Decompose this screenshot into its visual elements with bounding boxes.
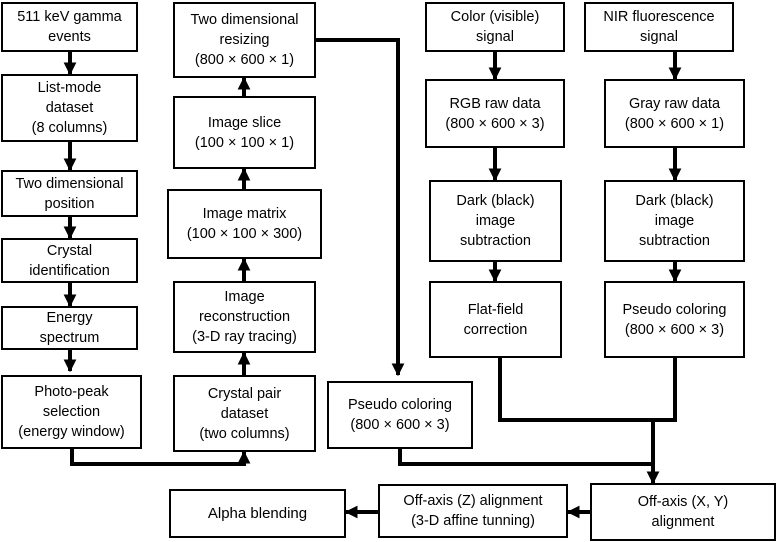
node-gamma-events-label: 511 keV gamma events — [17, 9, 122, 45]
node-offaxis-z-alignment-label: Off-axis (Z) alignment (3-D affine tunni… — [403, 493, 543, 529]
node-pseudo-coloring-pet: Pseudo coloring (800 × 600 × 3) — [327, 381, 473, 449]
node-two-dimensional-resizing: Two dimensional resizing (800 × 600 × 1) — [173, 2, 316, 78]
node-energy-spectrum: Energy spectrum — [1, 306, 138, 350]
node-offaxis-z-alignment: Off-axis (Z) alignment (3-D affine tunni… — [378, 484, 568, 538]
node-pseudo-coloring-nir: Pseudo coloring (800 × 600 × 3) — [604, 281, 745, 358]
node-two-dimensional-position-label: Two dimensional position — [15, 175, 124, 212]
node-image-matrix-label: Image matrix (100 × 100 × 300) — [186, 206, 303, 242]
node-gray-raw-data-label: Gray raw data (800 × 600 × 1) — [624, 95, 725, 132]
node-crystal-pair-dataset-label: Crystal pair dataset (two columns) — [199, 385, 290, 442]
node-flat-field-correction-label: Flat-field correction — [463, 301, 528, 338]
node-nir-fluorescence-signal: NIR fluorescence signal — [584, 2, 734, 52]
arrow-resizing-to-pseudo — [316, 38, 405, 377]
node-crystal-identification: Crystal identification — [1, 238, 138, 283]
node-alpha-blending-label: Alpha blending — [207, 504, 308, 522]
node-dark-subtraction-nir: Dark (black) image subtraction — [604, 180, 745, 262]
arrow-photopeak-to-crystal-pair — [70, 449, 251, 466]
node-energy-spectrum-label: Energy spectrum — [39, 310, 100, 346]
line-pseudo-nir-to-merge — [653, 358, 677, 422]
node-offaxis-xy-alignment: Off-axis (X, Y) alignment — [590, 483, 776, 541]
node-rgb-raw-data: RGB raw data (800 × 600 × 3) — [425, 79, 565, 148]
line-flat-to-merge — [498, 358, 653, 422]
node-alpha-blending: Alpha blending — [169, 489, 346, 538]
node-pseudo-coloring-nir-label: Pseudo coloring (800 × 600 × 3) — [622, 301, 727, 338]
node-crystal-identification-label: Crystal identification — [29, 242, 110, 279]
node-photo-peak-selection-label: Photo-peak selection (energy window) — [18, 384, 125, 440]
node-list-mode-dataset: List-mode dataset (8 columns) — [1, 74, 138, 142]
node-image-matrix: Image matrix (100 × 100 × 300) — [167, 189, 322, 259]
node-crystal-pair-dataset: Crystal pair dataset (two columns) — [173, 375, 316, 452]
node-offaxis-xy-alignment-label: Off-axis (X, Y) alignment — [637, 494, 729, 530]
node-dark-subtraction-color-label: Dark (black) image subtraction — [456, 193, 535, 249]
node-gamma-events: 511 keV gamma events — [1, 2, 138, 52]
node-color-visible-signal: Color (visible) signal — [425, 2, 565, 52]
node-flat-field-correction: Flat-field correction — [429, 281, 562, 358]
node-image-reconstruction-label: Image reconstruction (3-D ray tracing) — [192, 289, 297, 345]
node-two-dimensional-resizing-label: Two dimensional resizing (800 × 600 × 1) — [190, 12, 299, 68]
node-image-slice: Image slice (100 × 100 × 1) — [173, 96, 316, 169]
node-color-visible-signal-label: Color (visible) signal — [450, 9, 540, 45]
node-pseudo-coloring-pet-label: Pseudo coloring (800 × 600 × 3) — [348, 397, 452, 433]
node-dark-subtraction-nir-label: Dark (black) image subtraction — [635, 193, 714, 249]
node-nir-fluorescence-signal-label: NIR fluorescence signal — [603, 9, 715, 45]
node-gray-raw-data: Gray raw data (800 × 600 × 1) — [604, 79, 745, 148]
node-image-reconstruction: Image reconstruction (3-D ray tracing) — [173, 281, 316, 353]
node-photo-peak-selection: Photo-peak selection (energy window) — [1, 375, 142, 449]
node-rgb-raw-data-label: RGB raw data (800 × 600 × 3) — [445, 95, 545, 132]
line-pseudo-pet-to-merge — [398, 449, 653, 466]
node-dark-subtraction-color: Dark (black) image subtraction — [429, 180, 562, 262]
node-image-slice-label: Image slice (100 × 100 × 1) — [194, 114, 295, 151]
node-two-dimensional-position: Two dimensional position — [1, 170, 138, 217]
node-list-mode-dataset-label: List-mode dataset (8 columns) — [31, 80, 108, 136]
